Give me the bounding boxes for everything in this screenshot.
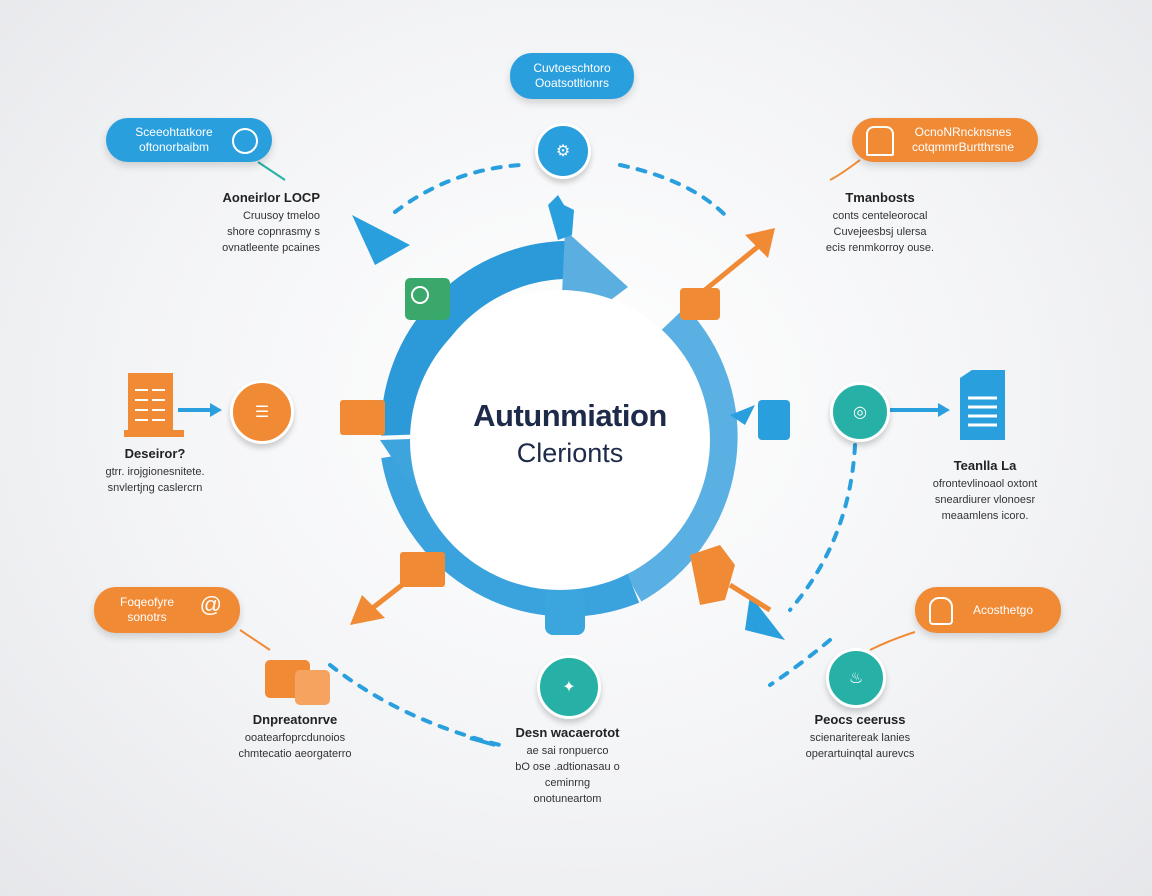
label-top-right: Tmanbosts conts centeleorocal Cuvejeesbs… <box>815 190 945 256</box>
callout-top-right-line2: cotqmmrBurtthrsne <box>911 140 1015 154</box>
label-line: gtrr. irojgionesnitete. <box>105 466 205 478</box>
orange-puzzle-icon <box>690 545 735 605</box>
notepad-icon: ☰ <box>230 380 294 444</box>
label-bottom-left: Dnpreatonrve ooatearfoprcdunoios chmteca… <box>225 712 365 762</box>
label-top-left: Aoneirlor LOCP Cruusoy tmeloo shore copn… <box>180 190 320 256</box>
center-title-line1: Autunmiation <box>473 398 667 433</box>
label-line: bO ose .adtionasau o <box>515 761 620 773</box>
process-cycle-icon: ⚙ <box>535 123 591 179</box>
callout-top-left-line1: Sceeohtatkore <box>135 125 213 139</box>
label-line: conts centeleorocal <box>832 210 928 222</box>
label-mid-right: Teanlla La ofrontevlinoaol oxtont sneard… <box>915 458 1055 524</box>
cupcake-icon <box>866 126 894 156</box>
label-line: ofrontevlinoaol oxtont <box>932 478 1038 490</box>
callout-bottom-left-line1: Foqeofyre <box>119 595 175 609</box>
label-line: meaamlens icoro. <box>941 510 1029 522</box>
file-document-icon <box>960 370 1005 440</box>
label-bottom-center: Desn wacaerotot ae sai ronpuerco bO ose … <box>505 725 630 807</box>
label-line: onotuneartom <box>533 793 602 805</box>
label-line: ovnatleente pcaines <box>222 242 320 254</box>
label-line: scienaritereak lanies <box>809 732 911 744</box>
label-title: Deseiror? <box>124 446 186 461</box>
orange-hand-icon <box>680 288 720 320</box>
orange-chat-icon <box>400 552 445 587</box>
label-line: operartuinqtal aurevcs <box>805 748 915 760</box>
center-title: Autunmiation Clerionts <box>440 398 700 469</box>
label-line: sneardiurer vlonoesr <box>934 494 1036 506</box>
central-cycle-ring <box>380 230 738 617</box>
callout-top-right-line1: OcnoNRncknsnes <box>914 125 1012 139</box>
callout-top-left-line2: oftonorbaibm <box>138 140 210 154</box>
label-line: chmtecatio aeorgaterro <box>238 748 352 760</box>
callout-bottom-left-line2: sonotrs <box>127 610 167 624</box>
building-icon <box>124 373 184 437</box>
orange-arrows <box>350 228 775 625</box>
label-line: ooatearfoprcdunoios <box>244 732 346 744</box>
stacked-bags-icon <box>265 660 330 705</box>
label-line: Cruusoy tmeloo <box>242 210 320 222</box>
swirl-icon: @ <box>199 592 222 617</box>
label-line: ecis renmkorroy ouse. <box>825 242 935 254</box>
label-line: snvlertjng caslercrn <box>107 482 203 494</box>
callout-top-line2: Ooatsotltionrs <box>534 76 610 90</box>
blue-book-icon <box>545 590 585 635</box>
hand-pointer-icon <box>548 195 574 240</box>
pointer-arrow-right <box>730 405 755 425</box>
label-title: Tmanbosts <box>845 190 915 205</box>
pointer-arrow-bottom-right <box>745 595 785 640</box>
center-title-line2: Clerionts <box>516 438 624 468</box>
label-mid-left: Deseiror? gtrr. irojgionesnitete. snvler… <box>85 446 225 496</box>
label-title: Teanlla La <box>953 458 1017 473</box>
label-title: Aoneirlor LOCP <box>222 190 320 205</box>
pointer-arrow-top-left <box>352 215 410 265</box>
label-bottom-right: Peocs ceeruss scienaritereak lanies oper… <box>790 712 930 762</box>
blue-document-icon <box>758 400 790 440</box>
label-line: ceminrng <box>544 777 591 789</box>
callout-bottom-right: Acosthetgo <box>915 587 1061 633</box>
person-icon <box>929 597 953 625</box>
label-line: ae sai ronpuerco <box>526 745 609 757</box>
label-title: Dnpreatonrve <box>252 712 338 727</box>
bag-icon <box>232 128 258 154</box>
callout-bottom-right-line1: Acosthetgo <box>972 602 1034 617</box>
label-title: Desn wacaerotot <box>515 725 620 740</box>
gear-icon: ✦ <box>537 655 601 719</box>
label-line: Cuvejeesbsj ulersa <box>833 226 927 238</box>
label-line: shore copnrasmy s <box>227 226 320 238</box>
flame-icon: ♨ <box>826 648 886 708</box>
orange-folder-icon <box>340 400 385 435</box>
label-title: Peocs ceeruss <box>814 712 906 727</box>
network-icon: ◎ <box>830 382 890 442</box>
callout-top-line1: Cuvtoeschtoro <box>533 61 611 75</box>
